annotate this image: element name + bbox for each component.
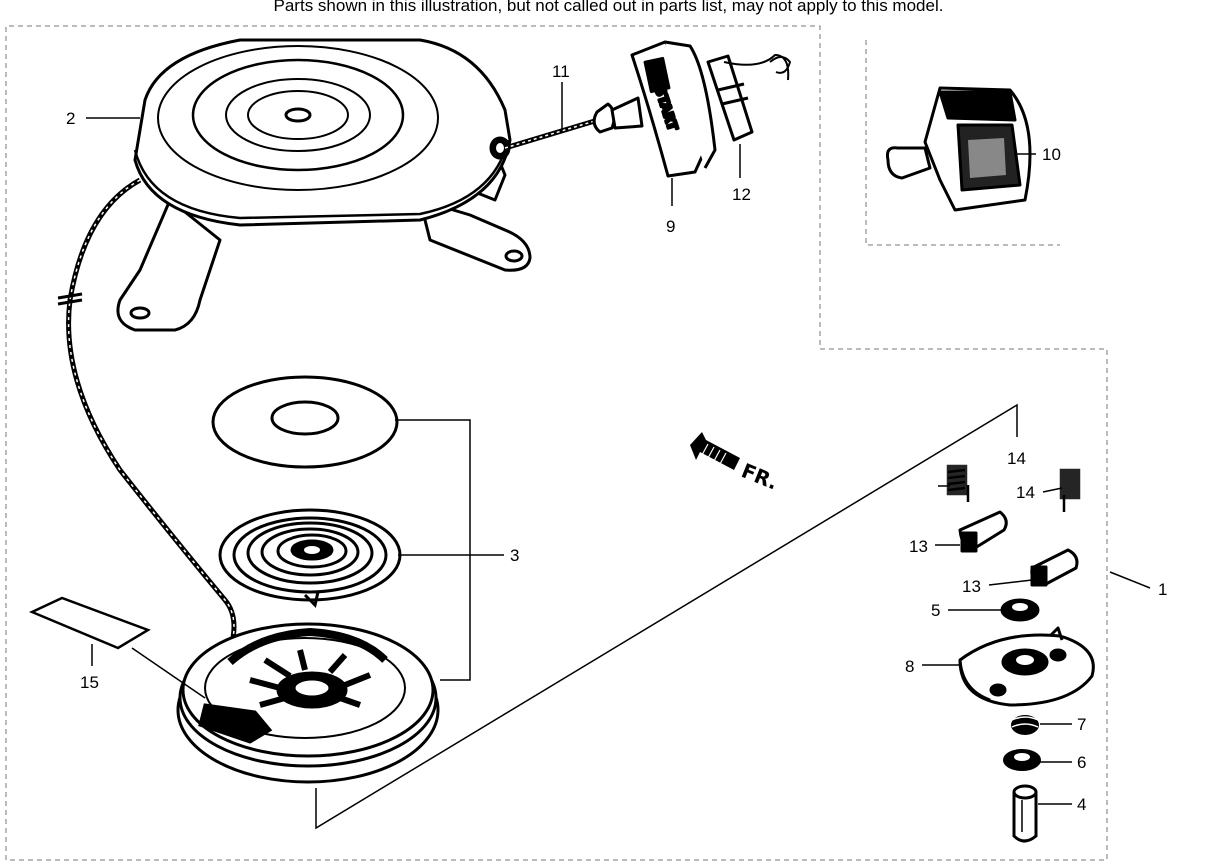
washer-6 bbox=[1003, 749, 1041, 771]
pawl-spring-lower bbox=[1059, 468, 1081, 512]
callout-9: 9 bbox=[666, 217, 675, 236]
callout-11: 11 bbox=[552, 62, 570, 81]
starter-handle: START bbox=[592, 40, 717, 178]
ratchet-pawl-lower bbox=[1030, 548, 1079, 587]
callout-13-upper: 13 bbox=[909, 537, 928, 556]
spring-cover-plate bbox=[211, 375, 399, 469]
pawl-spring-upper bbox=[946, 464, 970, 502]
front-direction-arrow: FR. bbox=[690, 432, 781, 495]
handle-grip-insert bbox=[706, 54, 791, 142]
header-note: Parts shown in this illustration, but no… bbox=[273, 0, 944, 15]
group-boundaries bbox=[5, 25, 1108, 861]
leader-lines bbox=[86, 82, 1151, 830]
callout-3: 3 bbox=[510, 546, 519, 565]
callout-7: 7 bbox=[1077, 715, 1086, 734]
callout-14-lower: 14 bbox=[1016, 483, 1035, 502]
starter-housing bbox=[116, 38, 532, 332]
callout-5: 5 bbox=[931, 601, 940, 620]
starter-rope bbox=[504, 117, 599, 151]
callout-15: 15 bbox=[80, 673, 99, 692]
callout-10: 10 bbox=[1042, 145, 1061, 164]
shaft-4 bbox=[1012, 784, 1038, 843]
ratchet-pawl-upper bbox=[958, 510, 1008, 553]
ratchet-plate bbox=[958, 626, 1095, 707]
callout-8: 8 bbox=[905, 657, 914, 676]
rope-loop bbox=[57, 177, 237, 651]
recoil-spring bbox=[218, 508, 402, 608]
callout-1: 1 bbox=[1158, 580, 1167, 599]
decal-label bbox=[28, 596, 151, 650]
fr-label: FR. bbox=[738, 458, 781, 494]
rope-pulley bbox=[176, 622, 440, 784]
spring-7 bbox=[1011, 715, 1039, 735]
callout-13-lower: 13 bbox=[962, 577, 981, 596]
callout-12: 12 bbox=[732, 185, 751, 204]
alternate-handle bbox=[886, 86, 1032, 212]
washer-5 bbox=[1000, 598, 1040, 622]
callout-2: 2 bbox=[66, 109, 75, 128]
callout-numbers: 1 2 3 4 5 6 7 8 9 10 11 12 13 13 14 14 1… bbox=[66, 62, 1167, 814]
callout-6: 6 bbox=[1077, 753, 1086, 772]
callout-14-upper: 14 bbox=[1007, 449, 1026, 468]
callout-4: 4 bbox=[1077, 795, 1086, 814]
